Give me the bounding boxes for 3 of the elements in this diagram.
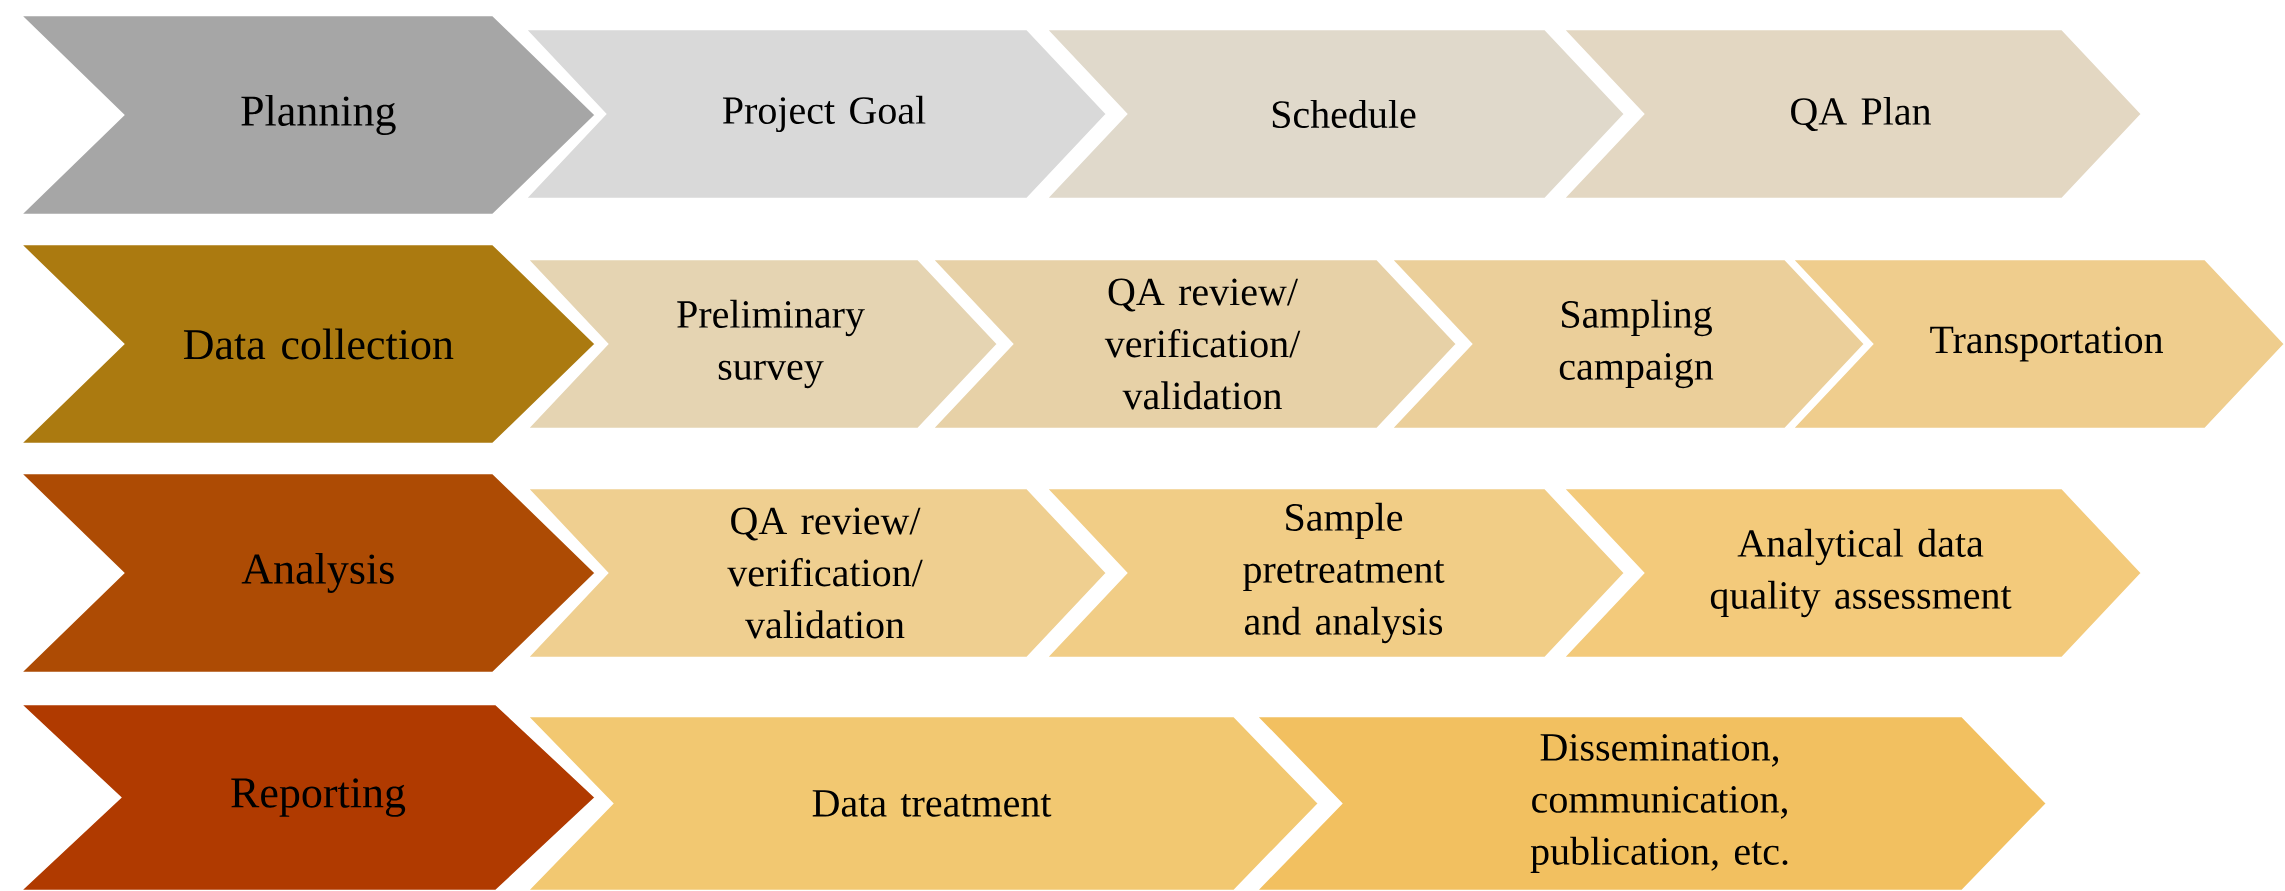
step-box: Transportation	[1789, 257, 2285, 431]
step-box: Dissemination, communication, publication, etc.	[1253, 714, 2049, 891]
step-box: Data treatment	[524, 714, 1321, 891]
